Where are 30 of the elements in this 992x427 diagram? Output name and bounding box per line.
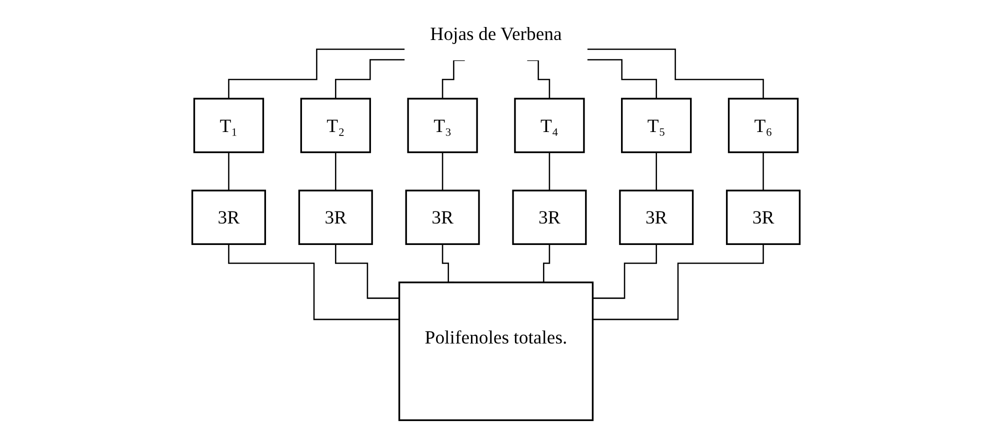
connector [527, 60, 550, 100]
connector [587, 48, 764, 100]
node-box: T₂ [300, 98, 371, 154]
node-box: 3R [298, 190, 373, 245]
node-box: 3R [512, 190, 587, 245]
node-text: Hojas de Verbena [430, 22, 562, 44]
connector [762, 152, 764, 192]
connector [228, 152, 230, 192]
node-box: T₃ [407, 98, 478, 154]
connector [335, 59, 405, 100]
connector [335, 152, 336, 192]
connector [548, 152, 550, 192]
node-box: T₄ [514, 98, 585, 154]
connector [442, 152, 444, 192]
node-box: Polifenoles totales. [398, 282, 594, 422]
connector [592, 243, 764, 320]
node-box: T₁ [193, 98, 264, 154]
connector [587, 59, 657, 100]
connector [228, 48, 405, 100]
node-box: T₅ [621, 98, 692, 154]
connector [442, 60, 465, 100]
node-box: T₆ [728, 98, 799, 154]
node-box: 3R [726, 190, 801, 245]
node-box: 3R [619, 190, 694, 245]
node-box: 3R [191, 190, 266, 245]
connector [335, 243, 400, 299]
connector [592, 243, 657, 299]
connector [228, 243, 400, 320]
node-box: 3R [405, 190, 480, 245]
connector [656, 152, 657, 192]
